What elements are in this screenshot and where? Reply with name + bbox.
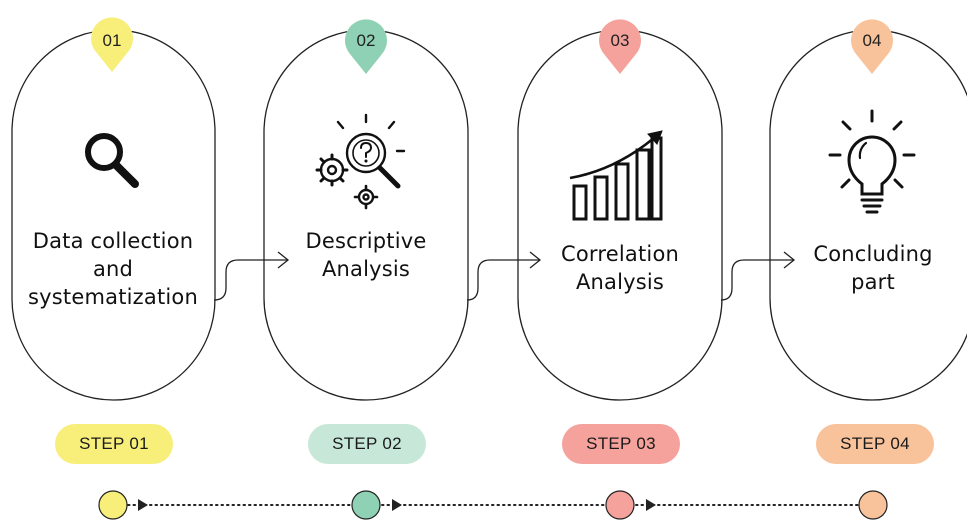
growth-chart-icon [569,130,663,221]
track-arrow-1 [138,499,148,511]
step-1-title-line-3: systematization [28,285,198,309]
step-1-title: Data collection and systematization [13,227,213,311]
step-3-badge: STEP 03 [562,424,680,464]
progress-track [98,490,888,520]
step-4-title-line-2: part [851,270,895,294]
connector-3-4 [720,251,796,301]
step-1-badge: STEP 01 [55,424,173,464]
step-4-pin [851,19,893,75]
connector-2-3 [466,251,542,301]
track-dot-4 [858,490,888,520]
step-1-title-line-2: and [92,257,134,281]
connector-1-2 [213,251,290,301]
step-3-number: 03 [610,31,630,50]
step-2-title-line-2: Analysis [321,257,411,281]
step-4-capsule [769,29,967,401]
step-2-badge: STEP 02 [308,424,426,464]
step-3-pin [599,19,641,74]
step-1-pin [91,17,133,72]
step-4-title-line-1: Concluding [813,242,933,266]
step-3-title-line-2: Analysis [575,270,665,294]
step-2-number: 02 [356,31,376,50]
step-4-title: Concluding part [773,240,967,296]
step-1-capsule [11,29,216,401]
track-arrow-3 [646,499,656,511]
track-dot-3 [605,490,635,520]
step-1-title-line-1: Data collection [32,229,194,253]
step-2-title-line-1: Descriptive [305,229,427,253]
gears-question-icon [315,113,406,210]
magnifier-icon [85,133,139,188]
step-2-pin [345,19,387,74]
step-2-capsule [263,29,469,401]
step-4-number: 04 [862,31,882,50]
lightbulb-icon [828,109,916,214]
step-3-capsule [517,29,723,401]
step-2-title: Descriptive Analysis [266,227,466,283]
track-dot-1 [98,490,128,520]
step-1-number: 01 [102,31,122,50]
track-arrow-2 [392,499,402,511]
step-3-title-line-1: Correlation [561,242,679,266]
step-3-title: Correlation Analysis [520,240,720,296]
step-4-badge: STEP 04 [816,424,934,464]
track-dot-2 [351,490,381,520]
